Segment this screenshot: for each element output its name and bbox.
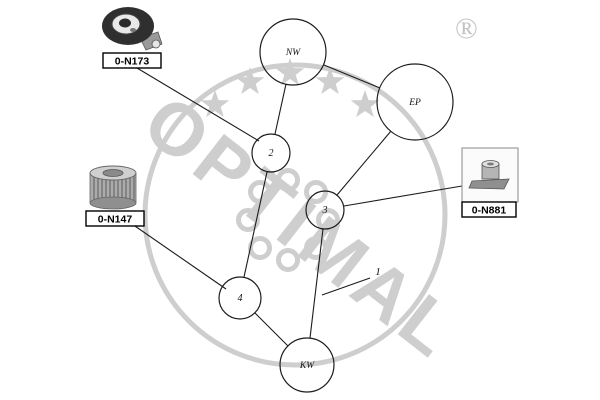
callout-0n881: 0-N881 — [461, 147, 519, 218]
belt-segment-nw-2 — [274, 83, 287, 135]
callout-0n173: 0-N173 — [102, 7, 163, 69]
watermark-star-crown — [200, 58, 380, 118]
pulley-circle-ep — [376, 63, 454, 141]
part-label-box — [85, 210, 145, 227]
leader-belt-label-1 — [321, 277, 371, 296]
star-icon — [350, 90, 380, 118]
watermark-ring — [142, 62, 448, 368]
brand-watermark-logo: OPTIMAL ® — [129, 12, 478, 375]
pulley-label-3: 3 — [322, 205, 328, 216]
pulley-label-kw: KW — [299, 361, 315, 371]
pulley-circle-kw — [279, 337, 335, 393]
belt-routing — [243, 64, 392, 347]
part-label-box — [461, 201, 517, 218]
pulley-circle-4 — [218, 276, 262, 320]
roller-stud-photo-icon — [468, 160, 510, 190]
star-icon — [275, 58, 305, 86]
pulley-circle-3 — [305, 190, 345, 230]
part-number-0n881: 0-N881 — [472, 205, 507, 217]
pulley-label-2: 2 — [269, 148, 274, 159]
pulley-label-4: 4 — [238, 293, 243, 304]
pulley-label-ep: EP — [408, 98, 421, 108]
pulley-circle-nw — [259, 18, 327, 86]
watermark-brand-text: OPTIMAL — [129, 79, 476, 375]
belt-segment-3-ep — [336, 130, 392, 196]
registered-trademark-icon: ® — [455, 12, 478, 45]
pulley-circle-2 — [251, 133, 291, 173]
part-label-box — [102, 52, 162, 69]
belt-segment-2-4 — [243, 171, 268, 278]
part-number-0n173: 0-N173 — [115, 56, 150, 68]
callout-0n147: 0-N147 — [85, 165, 145, 227]
pulleys: NW EP 2 3 4 KW 1 — [218, 18, 454, 393]
tensioner-pulley-photo-icon — [102, 7, 163, 51]
belt-segment-4-kw — [254, 312, 289, 347]
part-number-0n147: 0-N147 — [98, 214, 133, 226]
callout-leaders — [131, 67, 463, 296]
belt-segment-kw-3 — [309, 228, 324, 339]
leader-pulley3-to-0n881 — [343, 185, 463, 207]
leader-0n173-to-pulley2 — [136, 67, 260, 142]
toothed-idler-pulley-photo-icon — [89, 165, 137, 210]
pulley-label-nw: NW — [285, 48, 301, 58]
belt-segment-ep-nw — [323, 64, 381, 89]
leader-0n147-to-pulley4 — [131, 223, 227, 290]
belt-number-label: 1 — [375, 266, 381, 278]
